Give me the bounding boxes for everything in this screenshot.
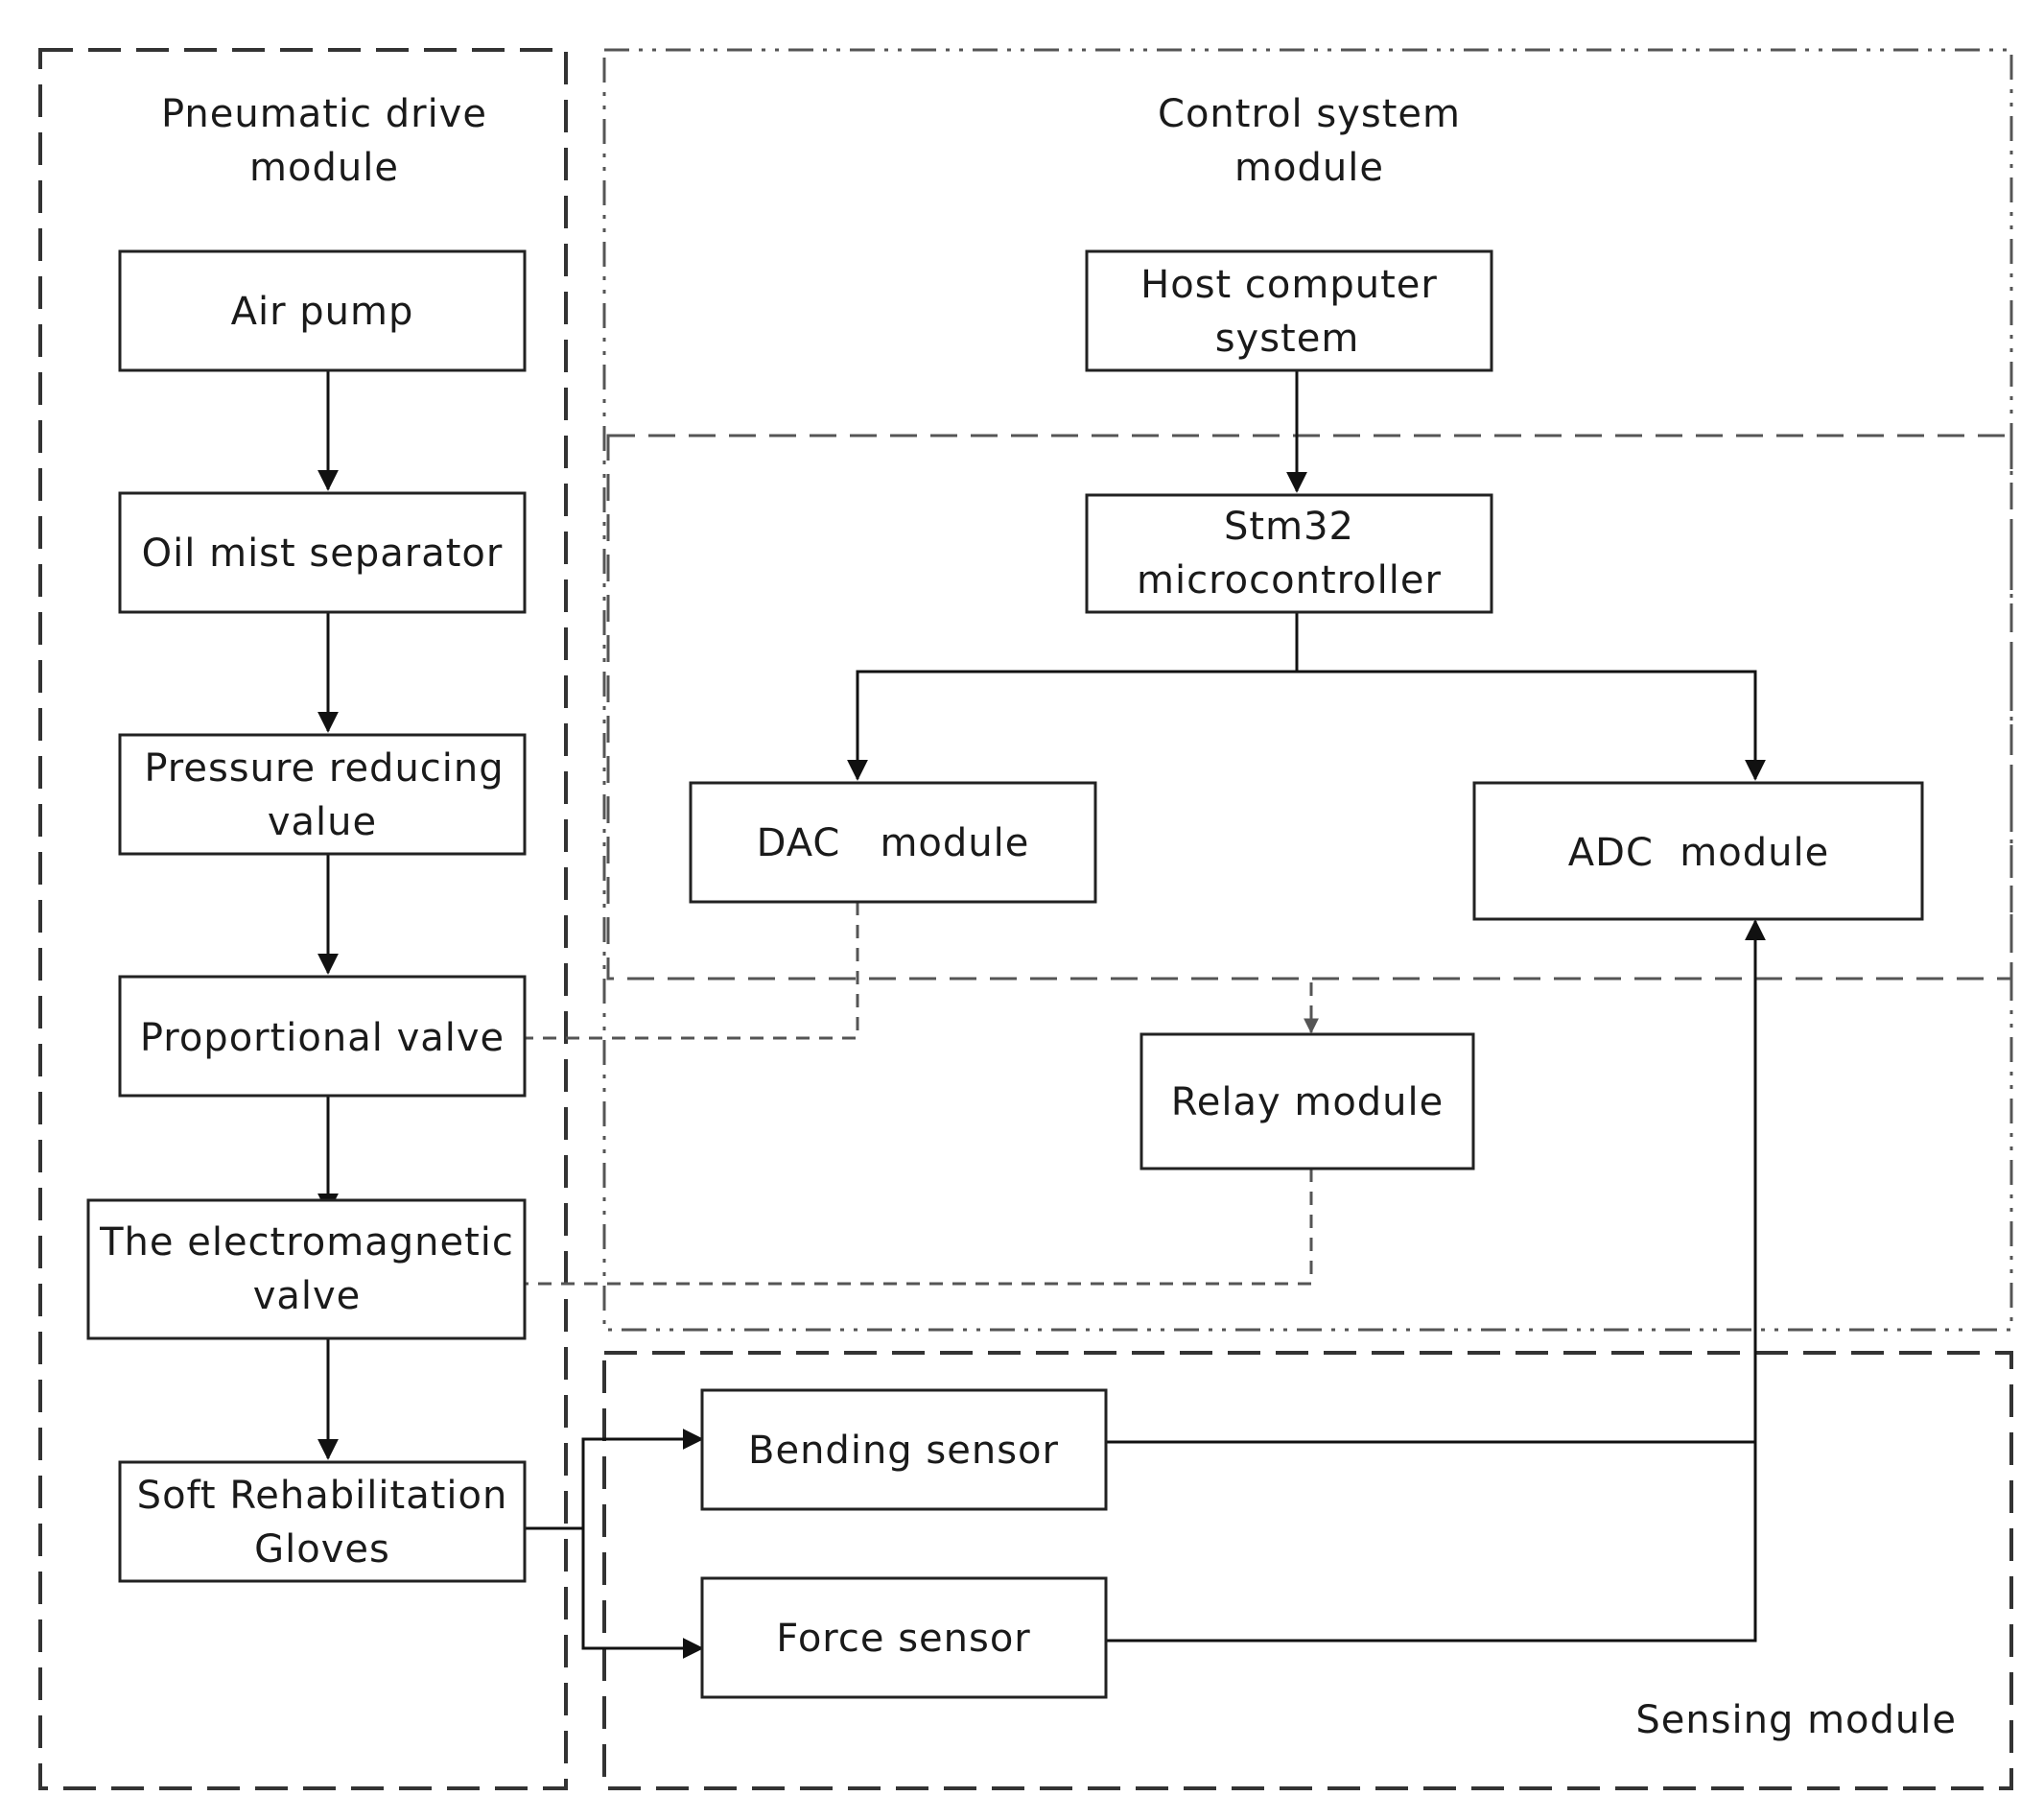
dashed-link-dac-to-proportional — [526, 902, 859, 1040]
arrow-stm32-to-adc — [1297, 670, 1766, 781]
node-pressure-reducing-label-line1: Pressure reducing — [144, 746, 504, 791]
arrow-gloves-to-bending — [581, 1429, 704, 1528]
node-electromagnetic-label-line1: The electromagnetic — [99, 1220, 514, 1265]
node-pressure-reducing-label-line2: value — [268, 800, 377, 844]
node-air-pump: Air pump — [118, 249, 527, 372]
pneumatic-module-title-line1: Pneumatic drive — [161, 92, 487, 136]
node-proportional-valve-label: Proportional valve — [140, 1016, 505, 1060]
node-oil-mist-separator-label: Oil mist separator — [142, 532, 504, 576]
node-air-pump-label: Air pump — [231, 290, 414, 334]
arrow-stm32-to-dac — [847, 612, 1299, 781]
control-module-title-line2: module — [1234, 146, 1384, 190]
node-force-sensor: Force sensor — [700, 1576, 1108, 1699]
node-host-label-line1: Host computer — [1140, 263, 1438, 307]
node-force-label: Force sensor — [776, 1617, 1031, 1661]
node-oil-mist-separator: Oil mist separator — [118, 491, 527, 614]
node-gloves-label-line2: Gloves — [254, 1527, 390, 1572]
node-stm32-label-line1: Stm32 — [1224, 505, 1354, 549]
node-dac-label: DAC module — [757, 821, 1030, 865]
pneumatic-module-title-line2: module — [249, 146, 399, 190]
node-host-label-line2: system — [1215, 317, 1360, 361]
node-dac-module: DAC module — [689, 781, 1097, 904]
node-proportional-valve: Proportional valve — [118, 975, 527, 1098]
node-bending-sensor: Bending sensor — [700, 1388, 1108, 1511]
node-relay-module: Relay module — [1139, 1032, 1475, 1170]
microcontroller-subframe — [606, 434, 2013, 981]
node-adc-label: ADC module — [1568, 831, 1829, 875]
node-stm32-microcontroller: Stm32 microcontroller — [1085, 493, 1493, 614]
node-adc-module: ADC module — [1472, 781, 1924, 921]
node-soft-rehabilitation-gloves: Soft Rehabilitation Gloves — [118, 1460, 527, 1583]
node-stm32-label-line2: microcontroller — [1137, 558, 1442, 603]
dashed-link-relay-to-electromagnetic — [526, 1169, 1313, 1286]
node-pressure-reducing-value: Pressure reducing value — [118, 733, 527, 856]
control-module-title-line1: Control system — [1158, 92, 1461, 136]
node-bending-label: Bending sensor — [748, 1429, 1059, 1473]
node-gloves-label-line1: Soft Rehabilitation — [137, 1474, 508, 1518]
arrow-gloves-to-force — [581, 1528, 704, 1659]
link-force-to-bus — [1106, 1442, 1757, 1643]
node-electromagnetic-label-line2: valve — [253, 1274, 362, 1318]
node-relay-label: Relay module — [1171, 1080, 1445, 1124]
sensing-module-frame — [602, 1351, 2013, 1790]
node-host-computer-system: Host computer system — [1085, 249, 1493, 372]
pneumatic-module-frame — [38, 48, 568, 1790]
node-electromagnetic-valve: The electromagnetic valve — [86, 1198, 527, 1340]
sensing-module-title: Sensing module — [1635, 1698, 1957, 1742]
